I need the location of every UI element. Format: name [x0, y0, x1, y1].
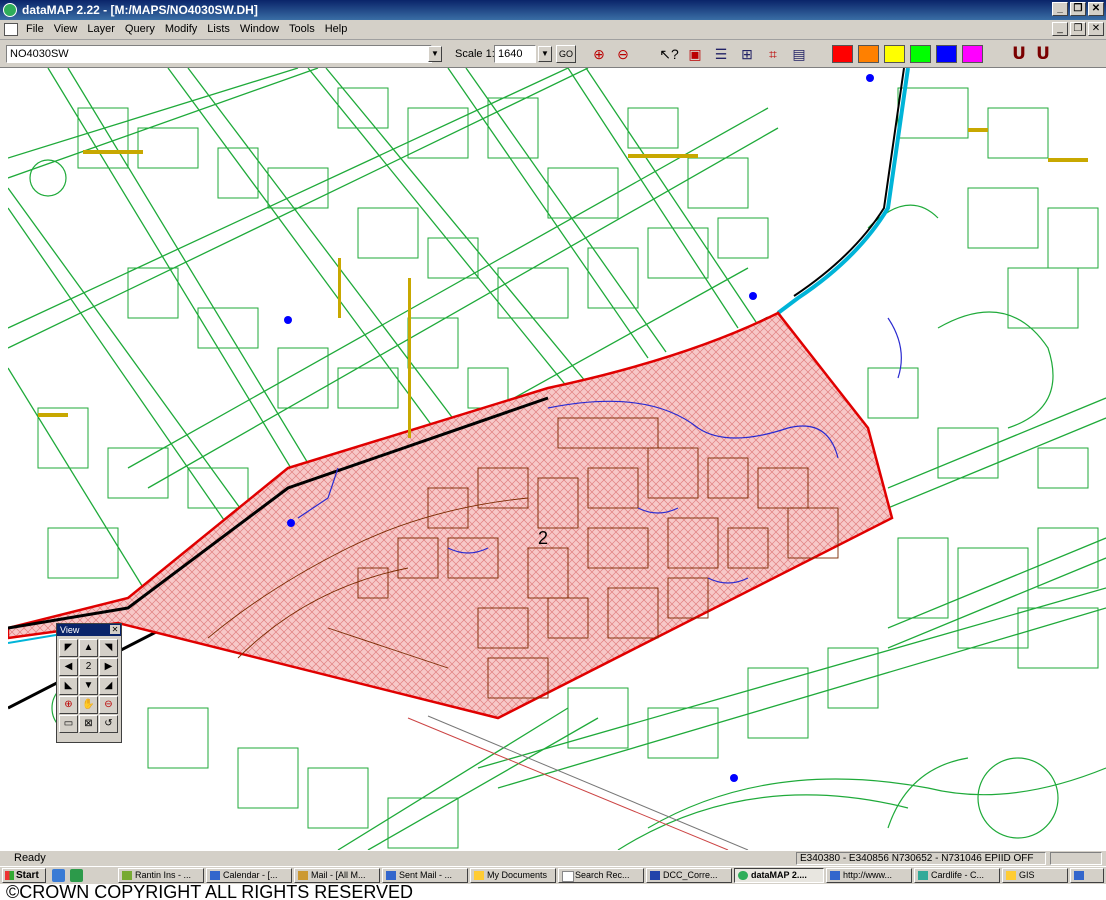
pan-north-button[interactable]: ▲	[79, 639, 98, 657]
menu-window[interactable]: Window	[239, 23, 280, 35]
pan-west-button[interactable]: ◀	[59, 658, 78, 676]
pan-south-button[interactable]: ▼	[79, 677, 98, 695]
restore-button[interactable]: ❐	[1070, 2, 1086, 16]
refresh-icon[interactable]: ↺	[99, 715, 118, 733]
copyright-notice: ©CROWN COPYRIGHT ALL RIGHTS RESERVED	[6, 884, 414, 900]
task-mail[interactable]: Mail - [All M...	[294, 868, 380, 883]
color-orange-swatch[interactable]	[858, 45, 879, 63]
go-button[interactable]: GO	[556, 45, 576, 63]
task-rantin[interactable]: Rantin Ins - ...	[118, 868, 204, 883]
menu-query[interactable]: Query	[124, 23, 155, 35]
task-my-documents[interactable]: My Documents	[470, 868, 556, 883]
title-bar: dataMAP 2.22 - [M:/MAPS/NO4030SW.DH] _ ❐…	[0, 0, 1106, 20]
menu-help[interactable]: Help	[324, 23, 348, 35]
close-button[interactable]: ✕	[1088, 2, 1104, 16]
zoom-window-icon[interactable]: ⊠	[79, 715, 98, 733]
status-extra-panel	[1050, 852, 1102, 865]
list-icon[interactable]: ☰	[710, 44, 732, 64]
window-title: dataMAP 2.22 - [M:/MAPS/NO4030SW.DH]	[22, 3, 258, 17]
site-polygon	[8, 311, 894, 720]
task-sent-mail[interactable]: Sent Mail - ...	[382, 868, 468, 883]
layer-icon[interactable]: ▣	[684, 44, 706, 64]
menu-view[interactable]: View	[53, 23, 78, 35]
app-icon	[3, 3, 17, 17]
task-http[interactable]: http://www...	[826, 868, 912, 883]
query-pointer-icon[interactable]: ↖?	[658, 44, 680, 64]
view-center-button[interactable]: 2	[79, 658, 98, 676]
hand-icon[interactable]: ✋	[79, 696, 98, 714]
doc-minimize-button[interactable]: _	[1052, 22, 1068, 36]
view-palette-title: View ✕	[57, 624, 121, 636]
pan-east-button[interactable]: ▶	[99, 658, 118, 676]
zoom-in-icon[interactable]: ⊕	[59, 696, 78, 714]
print-icon[interactable]: ▤	[788, 44, 810, 64]
start-button[interactable]: Start	[2, 868, 46, 883]
windows-logo-icon	[5, 871, 14, 880]
taskbar: Start Rantin Ins - ... Calendar - [... M…	[0, 866, 1106, 884]
task-search[interactable]: Search Rec...	[558, 868, 644, 883]
zoom-in-icon[interactable]: ⊕	[588, 44, 610, 64]
view-palette-title-text: View	[60, 625, 80, 635]
measure-icon[interactable]: ⌗	[762, 44, 784, 64]
scale-input[interactable]: 1640	[494, 45, 536, 63]
browser-icon[interactable]	[70, 869, 83, 882]
color-magenta-swatch[interactable]	[962, 45, 983, 63]
grid-icon[interactable]: ⊞	[736, 44, 758, 64]
status-ready: Ready	[14, 852, 46, 864]
menu-layer[interactable]: Layer	[87, 23, 115, 35]
task-tray[interactable]	[1070, 868, 1104, 883]
scale-label: Scale 1:	[455, 48, 495, 60]
pan-northwest-button[interactable]: ◤	[59, 639, 78, 657]
full-extent-icon[interactable]: ▭	[59, 715, 78, 733]
scale-dropdown[interactable]: ▼	[538, 46, 552, 62]
site-number-label: 2	[538, 528, 548, 548]
pan-northeast-button[interactable]: ◥	[99, 639, 118, 657]
zoom-out-icon[interactable]: ⊖	[612, 44, 634, 64]
menu-modify[interactable]: Modify	[164, 23, 198, 35]
doc-close-button[interactable]: ✕	[1088, 22, 1104, 36]
map-drawing: 2	[8, 68, 1106, 850]
status-bar: Ready E340380 - E340856 N730652 - N73104…	[0, 850, 1106, 866]
task-cardlife[interactable]: Cardlife - C...	[914, 868, 1000, 883]
menu-tools[interactable]: Tools	[289, 23, 315, 35]
view-palette-close-button[interactable]: ✕	[110, 625, 120, 634]
minimize-button[interactable]: _	[1052, 2, 1068, 16]
status-coordinates: E340380 - E340856 N730652 - N731046 EPII…	[796, 852, 1046, 865]
snap-magnet-icon[interactable]: U	[1012, 44, 1026, 64]
menu-bar: File View Layer Query Modify Lists Windo…	[0, 20, 1106, 40]
task-calendar[interactable]: Calendar - [...	[206, 868, 292, 883]
snap-off-magnet-icon[interactable]: U	[1036, 44, 1050, 64]
color-yellow-swatch[interactable]	[884, 45, 905, 63]
task-gis[interactable]: GIS	[1002, 868, 1068, 883]
document-icon[interactable]	[4, 23, 18, 36]
view-palette: View ✕ ◤ ▲ ◥ ◀ 2 ▶ ◣ ▼ ◢ ⊕ ✋ ⊖ ▭ ⊠ ↺	[56, 623, 122, 743]
menu-file[interactable]: File	[26, 23, 44, 35]
zoom-out-icon[interactable]: ⊖	[99, 696, 118, 714]
menu-lists[interactable]: Lists	[207, 23, 230, 35]
task-dcc-corre[interactable]: DCC_Corre...	[646, 868, 732, 883]
map-canvas[interactable]: 2	[8, 68, 1106, 850]
pan-southwest-button[interactable]: ◣	[59, 677, 78, 695]
task-datamap[interactable]: dataMAP 2....	[734, 868, 824, 883]
color-red-swatch[interactable]	[832, 45, 853, 63]
color-blue-swatch[interactable]	[936, 45, 957, 63]
map-sheet-dropdown[interactable]: ▼	[428, 46, 442, 62]
doc-restore-button[interactable]: ❐	[1070, 22, 1086, 36]
color-green-swatch[interactable]	[910, 45, 931, 63]
start-label: Start	[16, 870, 39, 881]
desktop-icon[interactable]	[52, 869, 65, 882]
pan-southeast-button[interactable]: ◢	[99, 677, 118, 695]
map-sheet-combo[interactable]: NO4030SW	[6, 45, 432, 63]
